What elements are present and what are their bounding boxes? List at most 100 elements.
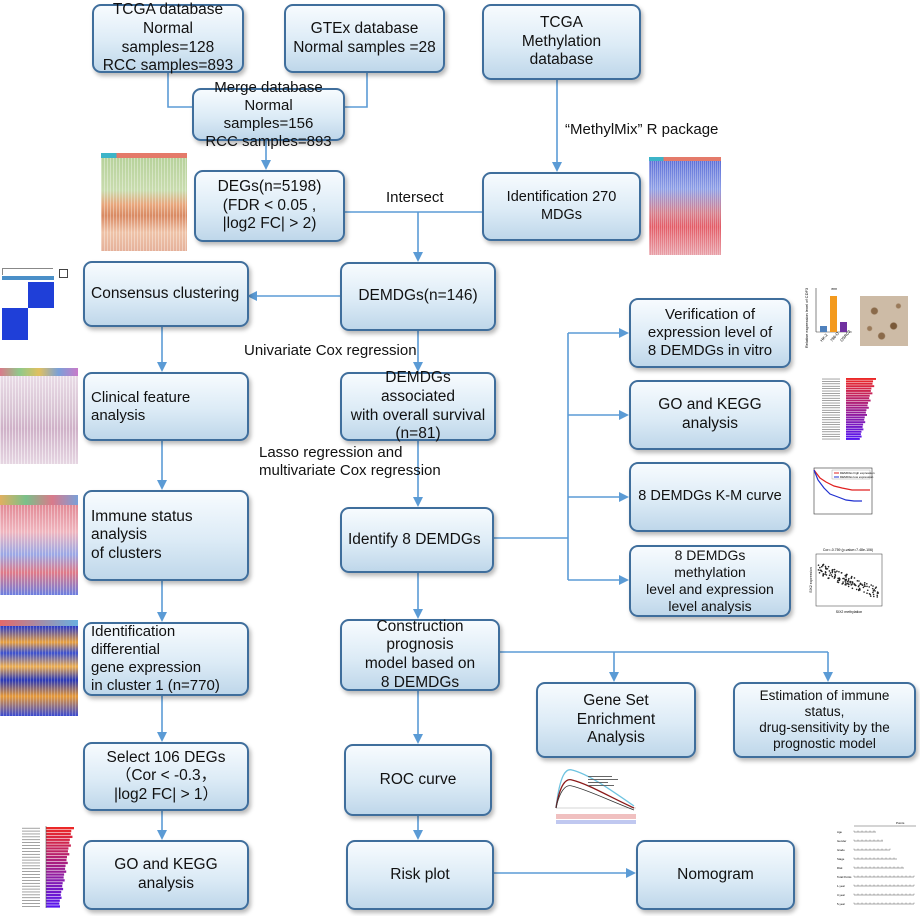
scatter-point: [870, 584, 873, 586]
clinical-feature-box: Clinical feature analysis: [83, 372, 249, 441]
scatter-point: [861, 584, 864, 587]
scatter-point: [831, 570, 834, 573]
prognosis-model-box: Construction prognosis model based on 8 …: [340, 618, 500, 691]
go-bar: [46, 827, 74, 830]
go-term-line: [22, 859, 40, 861]
scatter-point: [850, 584, 853, 586]
go-term-line: [822, 400, 840, 401]
nomogram-row-label: 1-year: [837, 884, 845, 888]
scatter-point: [847, 579, 850, 582]
scatter-point: [821, 564, 824, 567]
lasso-label: Lasso regression and multivariate Cox re…: [259, 444, 441, 480]
go-term-line: [22, 865, 40, 867]
go-term-line: [22, 874, 40, 875]
connector-gtex-merge: [345, 72, 368, 108]
go-term-line: [22, 877, 40, 878]
scatter-point: [847, 585, 850, 588]
scatter-point: [874, 590, 876, 592]
go-bar: [846, 387, 872, 390]
scatter-point: [842, 577, 844, 580]
scatter-point: [876, 591, 879, 593]
scatter-point: [831, 575, 834, 578]
go-term-line: [822, 412, 840, 413]
go-bar: [46, 876, 64, 879]
scatter-point: [876, 594, 879, 597]
scatter-point: [866, 585, 868, 588]
go-term-line: [22, 885, 40, 887]
go-bar: [846, 426, 863, 428]
go-term-line: [822, 419, 840, 421]
clinical-heatmap-thumbnail: [0, 368, 78, 464]
nomogram-row-label: Risk: [837, 866, 843, 870]
scatter-point: [820, 565, 823, 568]
scatter-point: [871, 587, 874, 590]
scatter-point: [824, 565, 827, 568]
go-kegg-left-box: GO and KEGG analysis: [83, 840, 249, 910]
scatter-point: [868, 586, 871, 588]
scatter-point: [838, 570, 840, 573]
scatter-point: [828, 574, 831, 577]
scatter-xlabel: SIX2 methylation: [836, 610, 863, 614]
nomogram-row-label: 3-year: [837, 893, 845, 897]
go-term-line: [822, 426, 840, 428]
go-term-line: [22, 897, 40, 899]
scatter-point: [825, 574, 828, 576]
go-bar: [846, 438, 860, 440]
go-term-line: [22, 833, 40, 835]
scatter-point: [859, 582, 862, 585]
go-bar: [846, 414, 867, 416]
go-bar: [846, 402, 869, 404]
immune-estimation-box: Estimation of immune status, drug-sensit…: [733, 682, 916, 758]
go-bar: [846, 404, 868, 407]
go-term-line: [22, 845, 40, 846]
scatter-point: [866, 592, 868, 595]
univariate-label: Univariate Cox regression: [244, 342, 417, 359]
go-bar: [846, 421, 866, 424]
bar-hk2: [820, 326, 827, 332]
go-bar: [846, 378, 876, 380]
go-term-line: [822, 417, 840, 418]
go-bar: [46, 905, 60, 908]
immune-heatmap-thumbnail: [0, 495, 78, 595]
scatter-point: [872, 591, 874, 594]
scatter-point: [849, 582, 852, 584]
go-term-line: [822, 381, 840, 382]
go-bar: [46, 879, 65, 882]
go-bar: [46, 882, 63, 885]
roc-curve-box: ROC curve: [344, 744, 492, 816]
scatter-point: [845, 574, 847, 577]
go-term-line: [22, 888, 40, 890]
scatter-point: [834, 574, 837, 577]
methylmix-label: “MethylMix” R package: [565, 121, 719, 138]
scatter-ylabel: SIX2 expression: [809, 567, 813, 593]
go-term-line: [822, 405, 840, 406]
go-term-line: [822, 409, 840, 411]
scatter-point: [845, 576, 847, 578]
go-bar: [46, 835, 73, 839]
scatter-point: [857, 585, 860, 588]
go-term-line: [822, 402, 840, 404]
scatter-point: [866, 583, 868, 585]
scatter-point: [837, 581, 840, 584]
gsea-plot-thumbnail: [555, 769, 636, 824]
gsea-curve-2: [555, 779, 635, 809]
gsea-box: Gene Set Enrichment Analysis: [536, 682, 696, 758]
diff-expression-box: Identification differential gene express…: [83, 622, 249, 696]
scatter-point: [819, 566, 821, 569]
go-term-line: [822, 378, 840, 380]
scatter-point: [846, 573, 848, 576]
degs-box: DEGs(n=5198) (FDR < 0.05 , |log2 FC| > 2…: [194, 170, 345, 242]
km-low-curve: [813, 469, 870, 491]
scatter-point: [876, 596, 879, 598]
scatter-point: [818, 571, 821, 574]
go-bar: [46, 856, 67, 859]
go-term-line: [822, 421, 840, 423]
go-bar: [846, 423, 864, 426]
scatter-point: [851, 587, 854, 590]
go-bar: [846, 433, 861, 436]
go-term-line: [822, 388, 840, 389]
risk-plot-box: Risk plot: [346, 840, 494, 910]
nomogram-points: Points: [896, 821, 905, 825]
